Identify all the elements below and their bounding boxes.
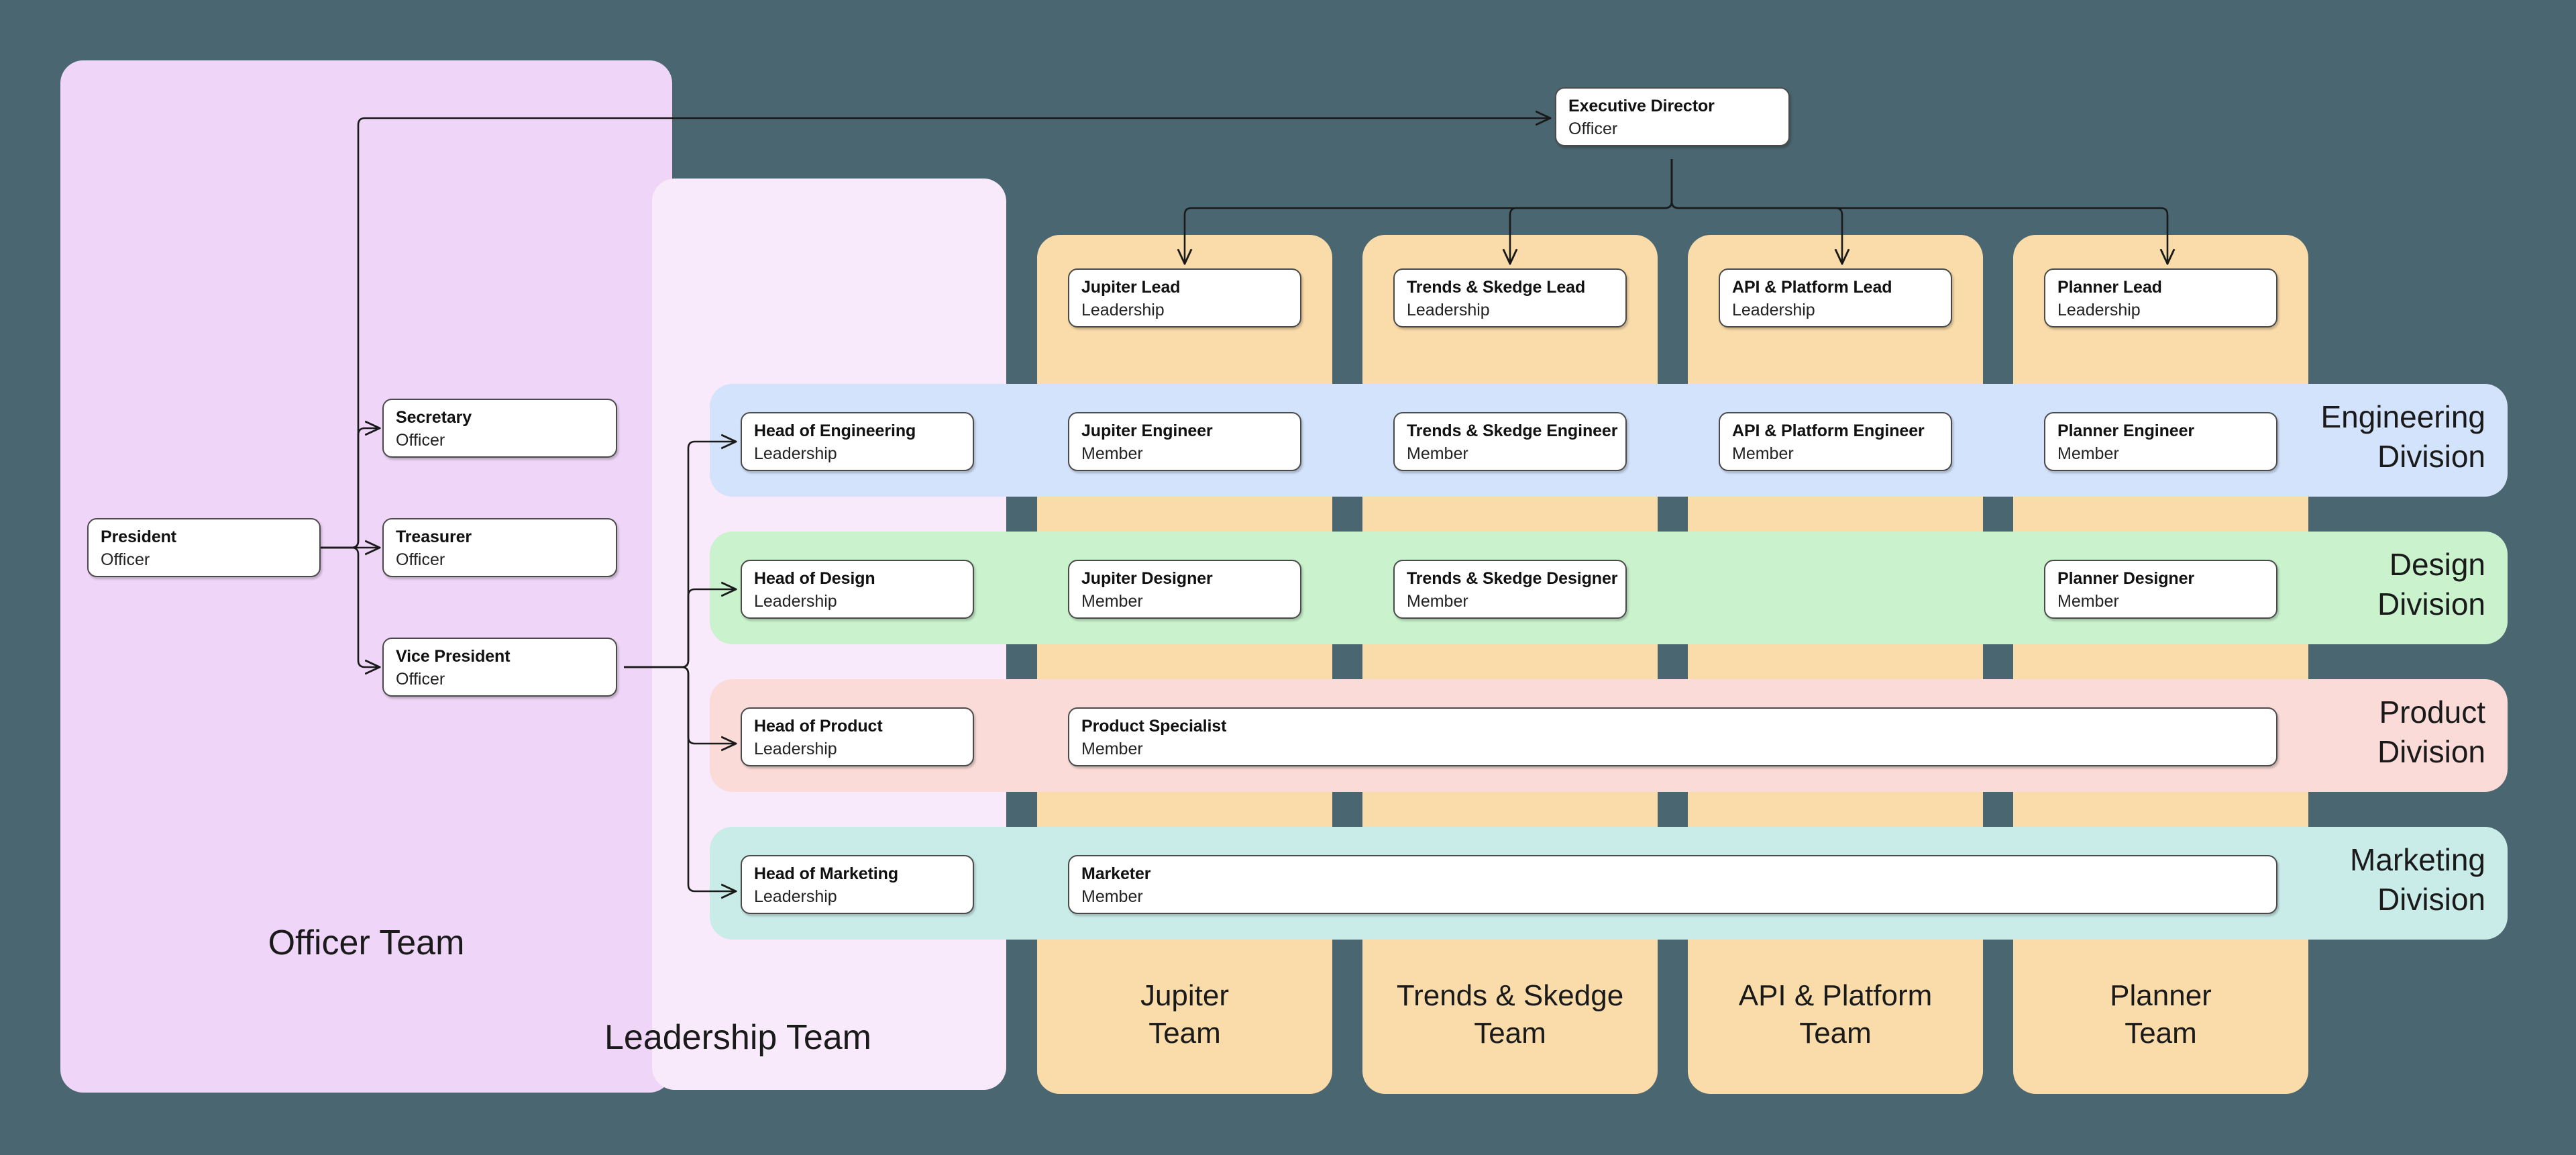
group-label-division-marketing: Marketing Division bbox=[2350, 842, 2485, 917]
node-role: Member bbox=[1407, 592, 1468, 611]
node-role: Leadership bbox=[754, 740, 837, 758]
node-title: Trends & Skedge Designer bbox=[1407, 569, 1618, 588]
node-title: Jupiter Lead bbox=[1081, 278, 1181, 297]
node-title: Head of Engineering bbox=[754, 421, 916, 440]
node-title: Planner Designer bbox=[2057, 569, 2195, 588]
node-title: Executive Director bbox=[1568, 97, 1715, 115]
node-marketer[interactable]: Marketer Member bbox=[1068, 855, 2277, 914]
node-title: Product Specialist bbox=[1081, 717, 1227, 736]
node-title: Head of Product bbox=[754, 717, 883, 736]
node-head-of-engineering[interactable]: Head of Engineering Leadership bbox=[741, 412, 974, 471]
group-label-division-design: Design Division bbox=[2377, 547, 2485, 621]
group-label-team-jupiter: Jupiter Team bbox=[1140, 979, 1230, 1050]
node-role: Leadership bbox=[2057, 301, 2141, 319]
node-role: Member bbox=[2057, 592, 2119, 611]
node-role: Member bbox=[1407, 444, 1468, 463]
node-title: Planner Lead bbox=[2057, 278, 2162, 297]
group-team-jupiter bbox=[1037, 235, 1332, 1094]
node-title: Jupiter Engineer bbox=[1081, 421, 1213, 440]
node-role: Officer bbox=[396, 431, 445, 450]
group-label-team-planner: Planner Team bbox=[2110, 979, 2212, 1050]
node-role: Leadership bbox=[1407, 301, 1490, 319]
node-head-of-product[interactable]: Head of Product Leadership bbox=[741, 707, 974, 766]
node-title: Trends & Skedge Lead bbox=[1407, 278, 1586, 297]
node-role: Member bbox=[1732, 444, 1794, 463]
node-role: Leadership bbox=[754, 887, 837, 906]
group-label-division-engineering: Engineering Division bbox=[2320, 399, 2485, 474]
node-title: Head of Marketing bbox=[754, 864, 898, 883]
node-planner-lead[interactable]: Planner Lead Leadership bbox=[2044, 268, 2277, 328]
node-president[interactable]: President Officer bbox=[87, 518, 321, 577]
node-role: Member bbox=[1081, 887, 1143, 906]
node-role: Officer bbox=[396, 550, 445, 569]
node-role: Officer bbox=[101, 550, 150, 569]
group-label-team-api-platform: API & Platform Team bbox=[1738, 979, 1933, 1050]
node-trends-skedge-engineer[interactable]: Trends & Skedge Engineer Member bbox=[1393, 412, 1627, 471]
node-api-platform-lead[interactable]: API & Platform Lead Leadership bbox=[1719, 268, 1952, 328]
node-title: Treasurer bbox=[396, 528, 472, 546]
node-role: Leadership bbox=[1732, 301, 1815, 319]
node-role: Member bbox=[2057, 444, 2119, 463]
node-planner-engineer[interactable]: Planner Engineer Member bbox=[2044, 412, 2277, 471]
node-trends-skedge-designer[interactable]: Trends & Skedge Designer Member bbox=[1393, 560, 1627, 619]
node-role: Member bbox=[1081, 592, 1143, 611]
node-trends-skedge-lead[interactable]: Trends & Skedge Lead Leadership bbox=[1393, 268, 1627, 328]
node-jupiter-lead[interactable]: Jupiter Lead Leadership bbox=[1068, 268, 1301, 328]
group-team-trends-skedge bbox=[1362, 235, 1658, 1094]
node-title: Trends & Skedge Engineer bbox=[1407, 421, 1618, 440]
node-title: Planner Engineer bbox=[2057, 421, 2195, 440]
node-title: Jupiter Designer bbox=[1081, 569, 1213, 588]
node-title: President bbox=[101, 528, 177, 546]
node-title: Marketer bbox=[1081, 864, 1151, 883]
group-label-team-trends-skedge: Trends & Skedge Team bbox=[1396, 979, 1624, 1050]
group-team-api-platform bbox=[1688, 235, 1983, 1094]
group-label-leadership-team: Leadership Team bbox=[604, 1018, 871, 1057]
node-product-specialist[interactable]: Product Specialist Member bbox=[1068, 707, 2277, 766]
group-label-division-product: Product Division bbox=[2377, 695, 2485, 769]
node-title: Vice President bbox=[396, 647, 511, 666]
node-jupiter-designer[interactable]: Jupiter Designer Member bbox=[1068, 560, 1301, 619]
node-executive-director[interactable]: Executive Director Officer bbox=[1555, 87, 1790, 146]
node-title: API & Platform Engineer bbox=[1732, 421, 1925, 440]
node-role: Officer bbox=[1568, 119, 1618, 138]
node-role: Member bbox=[1081, 740, 1143, 758]
node-vice-president[interactable]: Vice President Officer bbox=[382, 638, 617, 697]
group-team-planner bbox=[2013, 235, 2308, 1094]
node-api-platform-engineer[interactable]: API & Platform Engineer Member bbox=[1719, 412, 1952, 471]
node-jupiter-engineer[interactable]: Jupiter Engineer Member bbox=[1068, 412, 1301, 471]
node-planner-designer[interactable]: Planner Designer Member bbox=[2044, 560, 2277, 619]
node-role: Leadership bbox=[1081, 301, 1165, 319]
node-secretary[interactable]: Secretary Officer bbox=[382, 399, 617, 458]
node-head-of-marketing[interactable]: Head of Marketing Leadership bbox=[741, 855, 974, 914]
node-role: Officer bbox=[396, 670, 445, 689]
node-role: Leadership bbox=[754, 444, 837, 463]
group-label-officer-team: Officer Team bbox=[268, 923, 465, 962]
node-role: Member bbox=[1081, 444, 1143, 463]
node-title: Head of Design bbox=[754, 569, 875, 588]
node-title: API & Platform Lead bbox=[1732, 278, 1892, 297]
node-title: Secretary bbox=[396, 408, 472, 427]
node-treasurer[interactable]: Treasurer Officer bbox=[382, 518, 617, 577]
node-role: Leadership bbox=[754, 592, 837, 611]
node-head-of-design[interactable]: Head of Design Leadership bbox=[741, 560, 974, 619]
